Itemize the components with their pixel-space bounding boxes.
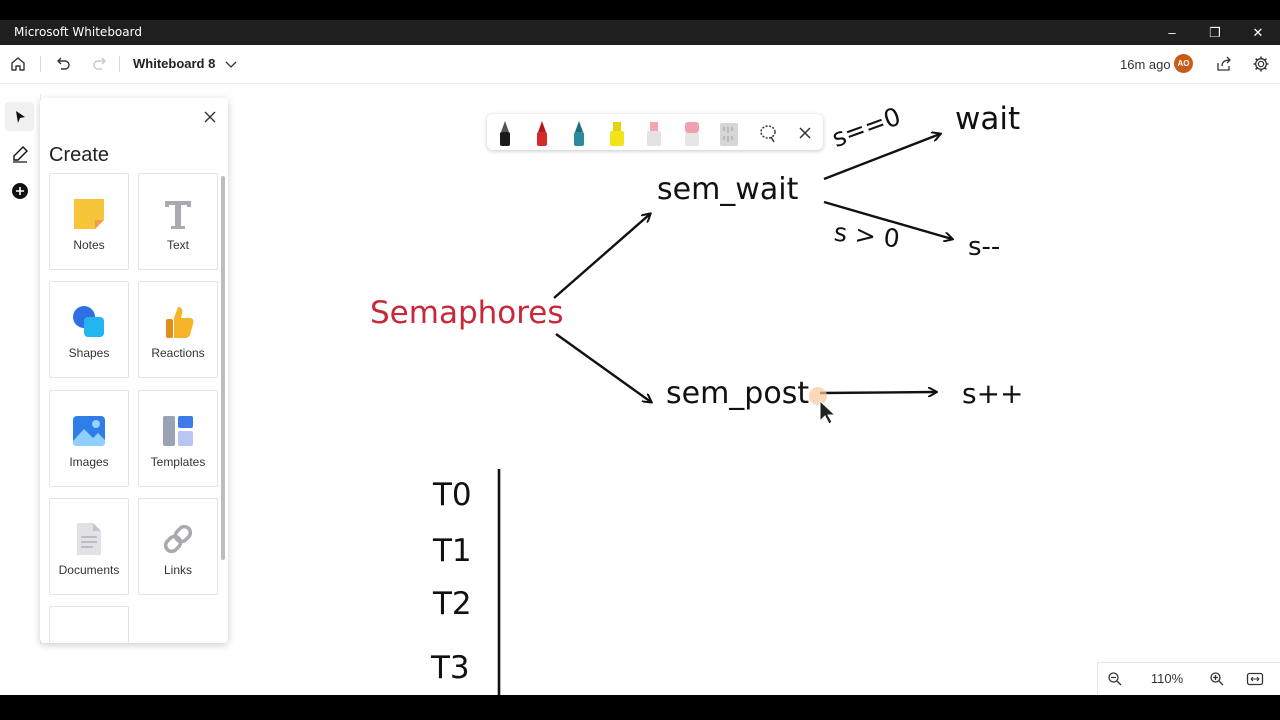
black-pen-icon[interactable] [492, 119, 518, 147]
wait-label[interactable]: wait [955, 101, 1021, 137]
minimize-button[interactable]: – [1168, 25, 1176, 40]
ink-tool-button[interactable] [5, 139, 34, 168]
gear-icon[interactable] [1250, 53, 1272, 75]
tile-label: Text [166, 238, 189, 252]
create-shapes-button[interactable]: Shapes [49, 281, 129, 378]
eraser-icon[interactable] [679, 119, 705, 147]
add-content-button[interactable] [5, 176, 34, 205]
thread-label-t2[interactable]: T2 [433, 586, 472, 622]
create-notes-button[interactable]: Notes [49, 173, 129, 270]
title-bar: Microsoft Whiteboard – ❐ ✕ [0, 20, 1280, 45]
thread-label-t1[interactable]: T1 [433, 533, 472, 569]
close-icon [204, 111, 216, 123]
pointer-highlight [809, 387, 827, 405]
s-plus-label[interactable]: s++ [962, 377, 1024, 410]
close-window-button[interactable]: ✕ [1252, 24, 1264, 40]
text-icon [165, 201, 191, 229]
select-tool-button[interactable] [5, 102, 34, 131]
share-icon[interactable] [1213, 53, 1235, 75]
undo-icon[interactable] [52, 53, 74, 75]
create-links-button[interactable]: Links [138, 498, 218, 595]
pink-highlighter-icon[interactable] [641, 119, 667, 147]
toolbar-divider [119, 56, 120, 72]
tile-label: Reactions [151, 346, 205, 360]
yellow-highlighter-icon[interactable] [604, 119, 630, 147]
create-reactions-button[interactable]: Reactions [138, 281, 218, 378]
redo-icon[interactable] [89, 53, 111, 75]
arrow-to-sem-post [555, 333, 651, 402]
zoom-out-icon[interactable] [1104, 668, 1126, 690]
panel-scrollbar[interactable] [221, 176, 225, 560]
arrow-to-s-minus [823, 200, 952, 239]
tile-label: Images [69, 455, 109, 469]
fit-to-screen-icon[interactable] [1244, 668, 1266, 690]
close-icon[interactable] [792, 119, 818, 147]
zoom-level[interactable]: 110% [1150, 671, 1184, 686]
restore-button[interactable]: ❐ [1209, 24, 1221, 40]
s-minus-label[interactable]: s-- [968, 232, 1001, 262]
taskbar-strip [0, 695, 1280, 720]
create-text-button[interactable]: Text [138, 173, 218, 270]
templates-icon [163, 416, 193, 446]
link-icon [163, 524, 193, 554]
last-edited-label: 16m ago [1120, 57, 1171, 72]
create-panel: Create Notes Text Shapes Reactions Image… [40, 98, 228, 643]
create-more-button[interactable] [49, 606, 129, 643]
document-icon [77, 523, 101, 555]
arrow-to-s-plus [819, 392, 936, 393]
home-icon[interactable] [7, 53, 29, 75]
tile-label: Notes [73, 238, 105, 252]
mouse-cursor [819, 399, 837, 425]
sticky-note-icon [74, 199, 104, 229]
app-title: Microsoft Whiteboard [14, 25, 142, 39]
left-tool-rail [0, 94, 41, 644]
toolbar-divider [40, 56, 41, 72]
pen-icon [12, 145, 28, 163]
create-templates-button[interactable]: Templates [138, 390, 218, 487]
panel-title: Create [49, 144, 110, 166]
app-toolbar: Whiteboard 8 16m ago AO [0, 45, 1280, 84]
red-pen-icon[interactable] [529, 119, 555, 147]
ruler-icon[interactable] [716, 119, 742, 147]
thumbs-up-icon [166, 307, 194, 338]
semaphores-label[interactable]: Semaphores [370, 295, 564, 331]
avatar[interactable]: AO [1174, 54, 1193, 73]
arrow-to-sem-wait [553, 214, 650, 299]
ink-toolbar [487, 114, 823, 150]
sem-post-label[interactable]: sem_post [666, 376, 810, 411]
ink-strokes [497, 84, 1280, 695]
thread-label-t3[interactable]: T3 [431, 650, 470, 686]
create-documents-button[interactable]: Documents [49, 498, 129, 595]
tile-label: Links [163, 563, 192, 577]
shapes-icon [73, 306, 104, 337]
zoom-controls: 110% [1097, 662, 1280, 696]
teal-pen-icon[interactable] [566, 119, 592, 147]
chevron-down-icon[interactable] [220, 53, 242, 75]
close-panel-button[interactable] [200, 107, 220, 127]
create-images-button[interactable]: Images [49, 390, 129, 487]
sem-wait-label[interactable]: sem_wait [657, 172, 799, 207]
arrow-to-wait [823, 134, 940, 181]
zoom-in-icon[interactable] [1206, 668, 1228, 690]
tile-label: Documents [58, 563, 120, 577]
tile-label: Shapes [68, 346, 110, 360]
pointer-icon [15, 110, 25, 123]
lasso-icon[interactable] [755, 119, 781, 147]
thread-label-t0[interactable]: T0 [433, 477, 472, 513]
plus-circle-icon [11, 182, 28, 199]
board-name[interactable]: Whiteboard 8 [133, 56, 216, 71]
image-icon [73, 416, 105, 446]
tile-label: Templates [150, 455, 206, 469]
